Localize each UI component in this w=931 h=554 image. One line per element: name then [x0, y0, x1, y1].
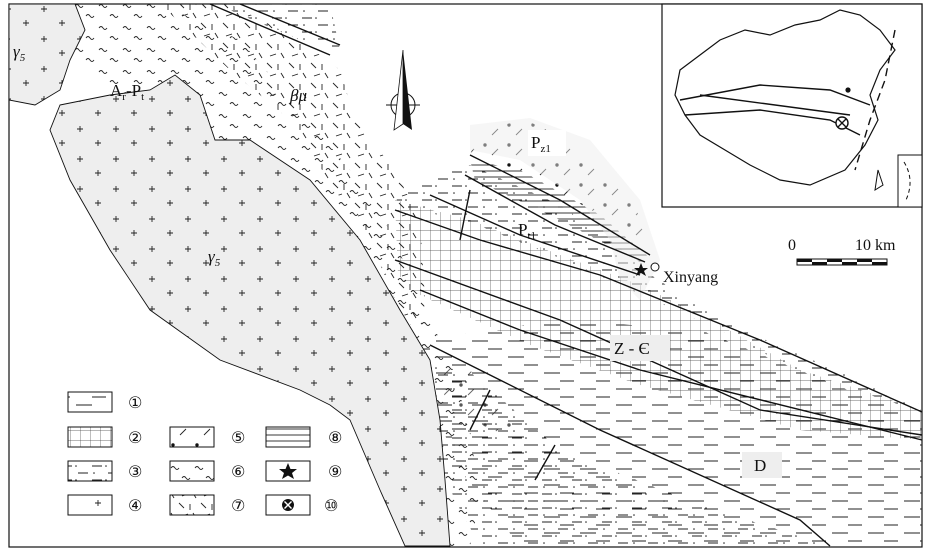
legend-num-2: ② [128, 428, 142, 447]
legend-star-icon [279, 463, 297, 479]
unit-pt1-area [395, 165, 922, 412]
legend-swatch-2 [67, 426, 113, 448]
legend-num-10: ⑩ [324, 496, 338, 515]
label-gamma5-top: γ5 [13, 42, 26, 64]
legend-swatch-1 [67, 391, 113, 413]
legend-swatch-3 [67, 460, 113, 482]
legend: ① ② ③ ④ ⑤ ⑥ ⑦ ⑧ ⑨ ⑩ [67, 391, 342, 516]
label-gamma5-main: γ5 [208, 247, 221, 269]
unit-labels: γ5 Ar-Pt βμ γ5 Pz1 Pt1 Z - Є D [10, 38, 782, 478]
inset-china-map [661, 3, 923, 208]
unit-z-e-area [395, 200, 922, 440]
circle-x-icon [835, 116, 849, 130]
legend-num-5: ⑤ [231, 428, 245, 447]
legend-circle-x-icon [282, 499, 294, 511]
legend-swatch-7 [169, 494, 215, 516]
fault-lines [209, 3, 923, 547]
unit-gamma5-top-pattern [9, 4, 85, 105]
legend-num-7: ⑦ [231, 496, 245, 515]
label-d: D [754, 456, 766, 475]
legend-swatch-4 [67, 494, 113, 516]
legend-swatch-5 [169, 426, 215, 448]
label-z-e: Z - Є [614, 339, 650, 358]
legend-num-3: ③ [128, 462, 142, 481]
scale-end-label: 10 km [855, 237, 896, 254]
label-pz1: Pz1 [531, 133, 551, 155]
scale-start-label: 0 [788, 237, 796, 254]
place-xinyang-label: Xinyang [663, 269, 718, 286]
unit-top-dashdot [170, 4, 340, 50]
legend-num-1: ① [128, 393, 142, 412]
north-arrow-icon [386, 49, 420, 131]
legend-swatch-8 [265, 426, 311, 448]
legend-swatch-6 [169, 460, 215, 482]
scale-bar: 0 10 km [788, 237, 896, 266]
legend-num-9: ⑨ [328, 462, 342, 481]
legend-num-4: ④ [128, 496, 142, 515]
legend-num-6: ⑥ [231, 462, 245, 481]
unit-lower-dots [440, 365, 520, 435]
unit-hlines-band [470, 160, 650, 262]
star-icon [634, 263, 648, 276]
unit-lower-dashdot [430, 365, 830, 546]
label-ar-pt: Ar-Pt [110, 81, 144, 103]
unit-beta-mu-area [160, 4, 425, 340]
label-beta-mu: βμ [289, 86, 307, 105]
open-circle-icon [650, 262, 660, 272]
label-pt1: Pt1 [518, 220, 536, 242]
legend-num-8: ⑧ [328, 428, 342, 447]
